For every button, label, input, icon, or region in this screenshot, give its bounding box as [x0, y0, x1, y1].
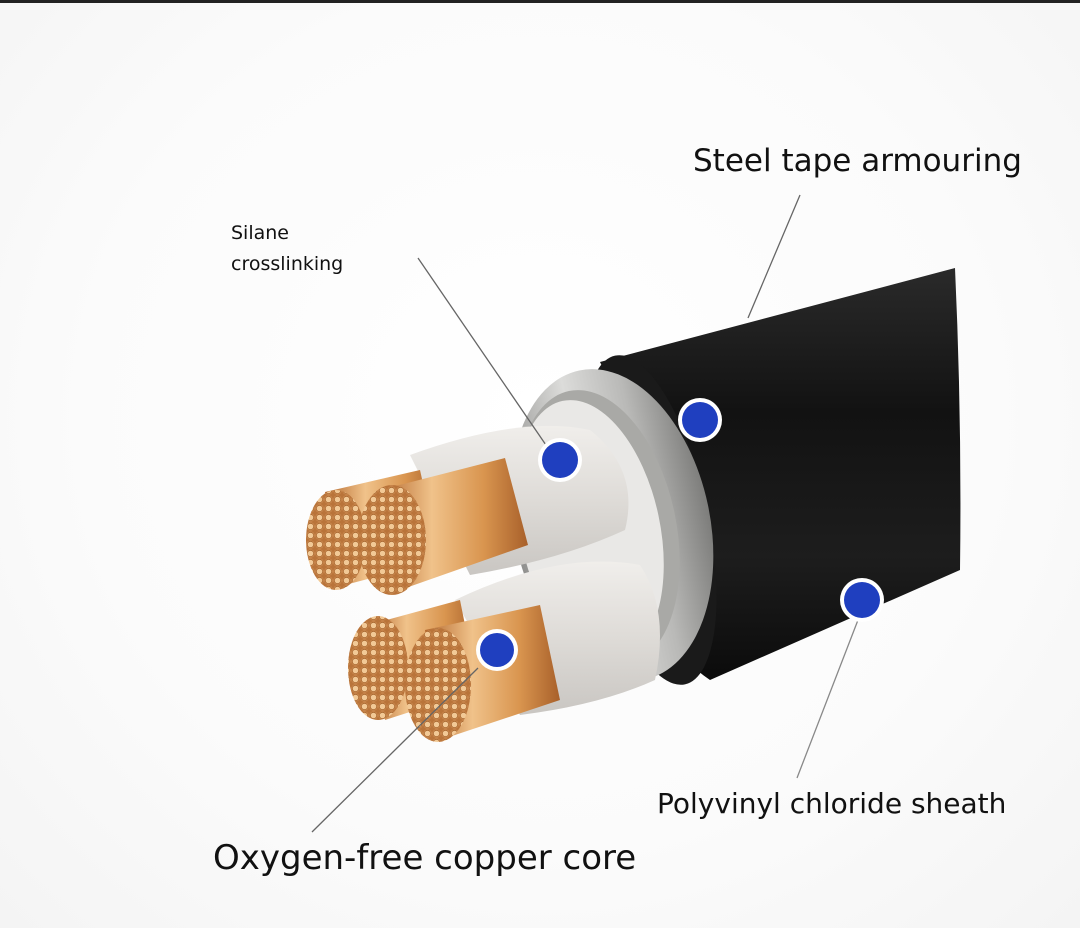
marker-silane: [538, 438, 582, 482]
marker-copper: [476, 629, 518, 671]
marker-pvc: [840, 578, 884, 622]
label-copper-core: Oxygen-free copper core: [213, 838, 637, 878]
copper-core-front-left: [358, 458, 528, 595]
label-silane-line2: crosslinking: [231, 253, 344, 275]
label-silane-line1: Silane: [231, 222, 289, 244]
label-pvc-sheath: Polyvinyl chloride sheath: [657, 787, 1007, 820]
label-steel-tape: Steel tape armouring: [693, 143, 1022, 179]
label-silane: Silane crosslinking: [231, 218, 391, 280]
leader-steel-tape: [747, 194, 801, 319]
leader-silane: [417, 257, 549, 449]
leader-copper: [311, 667, 479, 833]
top-border: [0, 0, 1080, 3]
copper-core-front-right: [405, 605, 560, 742]
marker-steel-tape: [678, 398, 722, 442]
leader-pvc: [796, 619, 859, 779]
